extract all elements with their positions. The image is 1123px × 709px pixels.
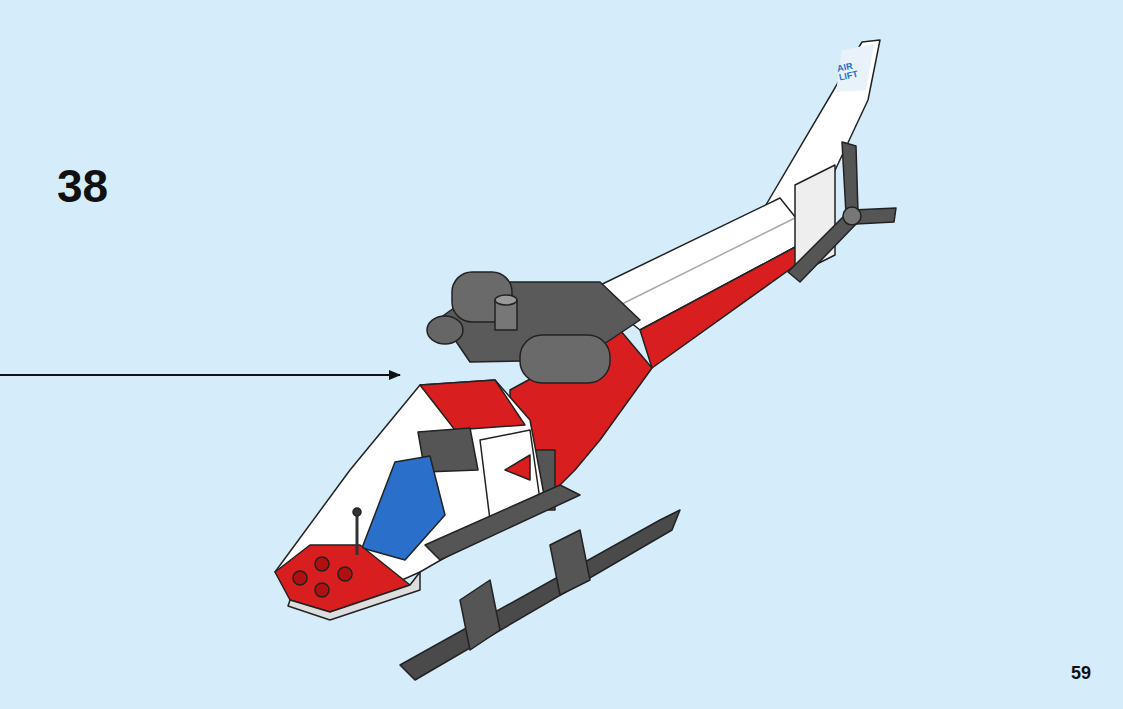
cockpit-shell <box>275 380 545 612</box>
control-knob <box>353 508 361 516</box>
engine-cylinder <box>520 335 610 383</box>
rotor-hub <box>843 207 861 225</box>
door-stripe <box>505 455 530 480</box>
pointer-arrow <box>0 374 400 376</box>
step-number: 38 <box>57 163 108 209</box>
nose-bottom <box>288 572 420 620</box>
skid-strut <box>460 580 500 650</box>
skid-strut <box>550 530 590 595</box>
helicopter <box>275 40 896 680</box>
stud <box>315 583 329 597</box>
cockpit-stripe <box>420 380 525 430</box>
rotor-blade <box>842 142 858 214</box>
rotor-mast-top <box>495 295 517 305</box>
exhaust <box>427 316 463 344</box>
skid <box>400 510 680 680</box>
boom-line <box>620 218 795 305</box>
control-stick <box>356 512 359 555</box>
stud <box>315 557 329 571</box>
page-number: 59 <box>1071 664 1091 682</box>
tail-decal <box>836 44 874 92</box>
tail-boom-underside <box>640 238 812 368</box>
stud <box>293 571 307 585</box>
stud <box>338 567 352 581</box>
